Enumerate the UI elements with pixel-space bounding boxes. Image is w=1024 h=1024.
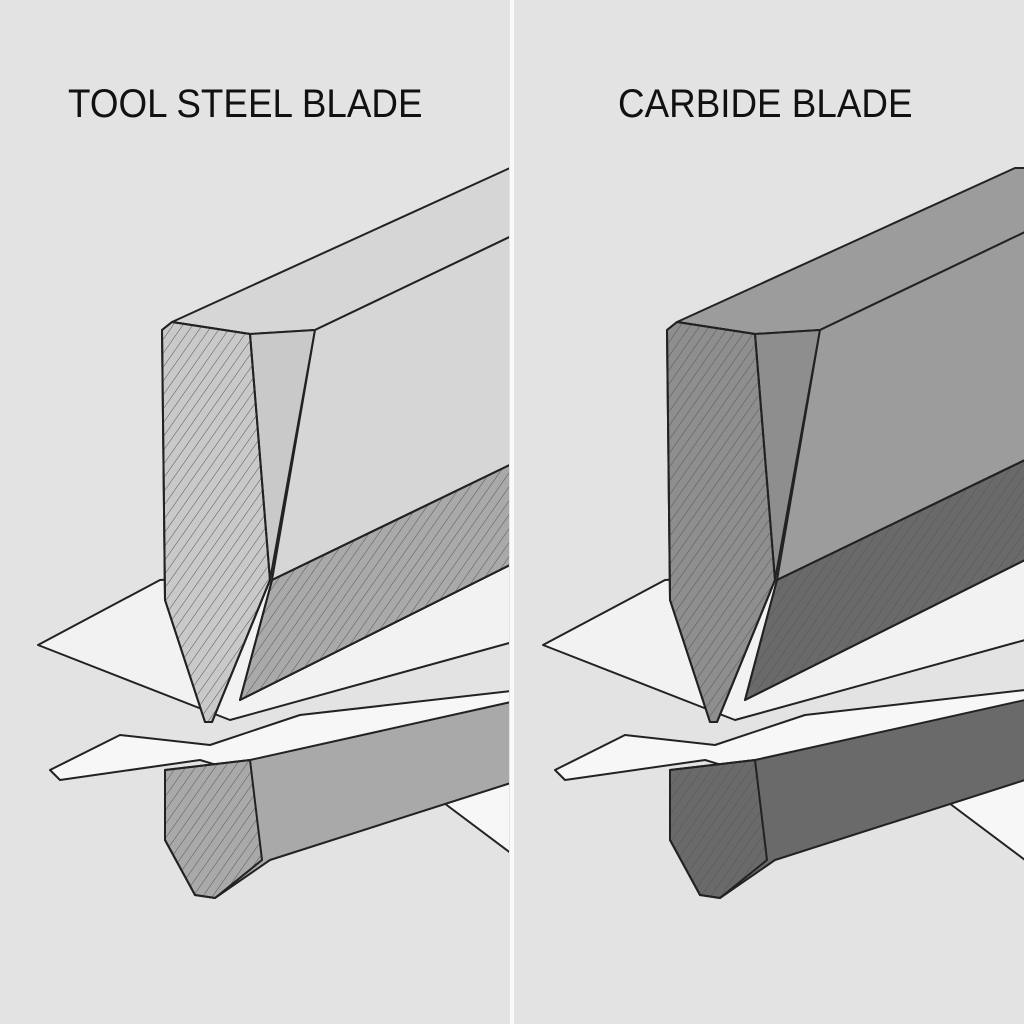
blade-section-hatch	[161, 321, 271, 723]
blade-section-hatch	[666, 321, 776, 723]
panel-title: TOOL STEEL BLADE	[68, 82, 423, 126]
panel-title: CARBIDE BLADE	[618, 82, 913, 126]
divider	[510, 0, 514, 1024]
blade-lower-hatch	[744, 459, 1024, 701]
lower-blade-section	[669, 759, 768, 899]
carbide-panel: CARBIDE BLADE	[514, 0, 1024, 1024]
tool-steel-panel: TOOL STEEL BLADE	[0, 0, 510, 1024]
tool-steel-blade	[37, 167, 509, 899]
blade-side-face	[271, 236, 509, 581]
carbide-blade	[542, 167, 1024, 899]
blade-lower-hatch	[239, 464, 509, 701]
blade-side-face	[776, 231, 1024, 581]
lower-blade-section	[164, 759, 263, 899]
